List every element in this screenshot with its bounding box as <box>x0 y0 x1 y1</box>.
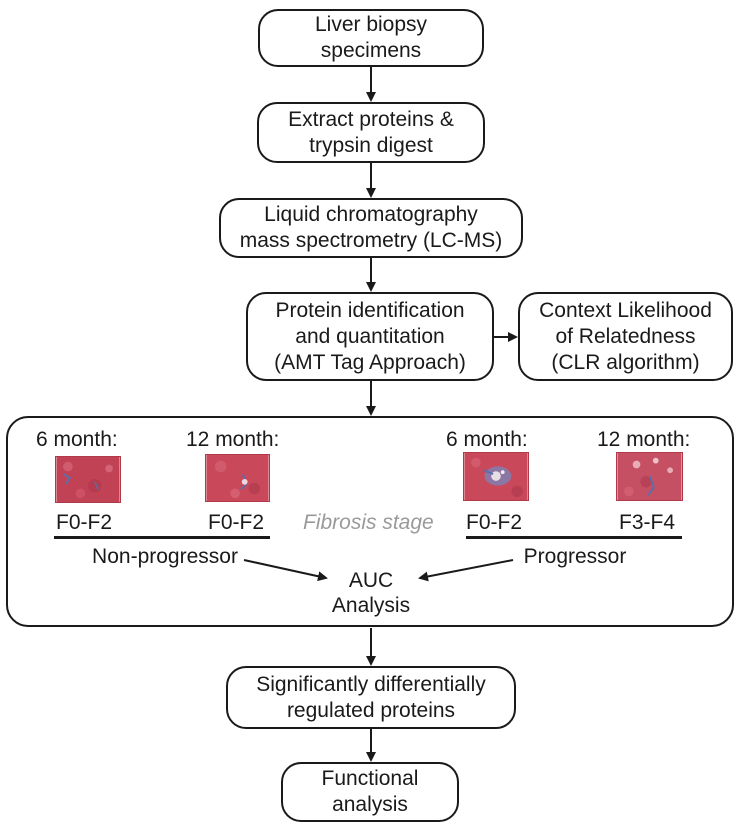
step-line: analysis <box>332 793 408 816</box>
analysis-panel <box>6 416 734 627</box>
step-extract-proteins: Extract proteins & trypsin digest <box>257 102 485 163</box>
p-12month-stage: F3-F4 <box>619 511 676 534</box>
step-line: Functional <box>321 767 419 790</box>
np-12month-stage: F0-F2 <box>208 511 265 534</box>
histology-thumb-p-12month <box>616 452 683 501</box>
p-6month-label: 6 month: <box>446 428 528 451</box>
step-line: Significantly differentially <box>256 672 486 696</box>
step-line: of Relatedness <box>555 324 696 348</box>
non-progressor-bar <box>54 536 270 539</box>
auc-label: AUC <box>348 569 394 592</box>
np-6month-stage: F0-F2 <box>56 511 113 534</box>
progressor-bar <box>466 536 682 539</box>
histology-thumb-np-6month <box>55 456 121 503</box>
non-progressor-label: Non-progressor <box>92 545 238 568</box>
step-line: specimens <box>320 39 422 62</box>
arrow-nonprogressor-to-auc <box>243 559 328 582</box>
step-lc-ms: Liquid chromatography mass spectrometry … <box>219 198 523 258</box>
analysis-label: Analysis <box>331 594 411 617</box>
np-12month-label: 12 month: <box>186 428 280 451</box>
step-line: Protein identification <box>275 298 465 322</box>
step-clr-algorithm: Context Likelihood of Relatedness (CLR a… <box>518 292 733 381</box>
fibrosis-stage-label: Fibrosis stage <box>303 511 434 534</box>
step-line: trypsin digest <box>309 133 433 157</box>
arrow-progressor-to-auc <box>418 559 514 582</box>
step-line: and quantitation <box>295 324 445 348</box>
histology-thumb-p-6month <box>463 452 529 501</box>
step-line: (CLR algorithm) <box>551 350 700 374</box>
histology-thumb-np-12month <box>205 454 270 502</box>
step-line: mass spectrometry (LC-MS) <box>239 229 503 252</box>
step-line: (AMT Tag Approach) <box>274 350 466 374</box>
step-functional-analysis: Functional analysis <box>281 762 459 822</box>
step-protein-identification: Protein identification and quantitation … <box>246 292 494 381</box>
progressor-label: Progressor <box>523 545 627 568</box>
step-line: Liver biopsy <box>314 13 428 36</box>
step-line: Extract proteins & <box>288 107 454 131</box>
step-significant-proteins: Significantly differentially regulated p… <box>226 666 516 729</box>
p-12month-label: 12 month: <box>597 428 691 451</box>
step-liver-biopsy: Liver biopsy specimens <box>258 9 484 67</box>
step-line: Context Likelihood <box>539 298 712 322</box>
np-6month-label: 6 month: <box>36 428 118 451</box>
p-6month-stage: F0-F2 <box>466 511 523 534</box>
step-line: Liquid chromatography <box>264 203 478 226</box>
step-line: regulated proteins <box>286 698 456 722</box>
